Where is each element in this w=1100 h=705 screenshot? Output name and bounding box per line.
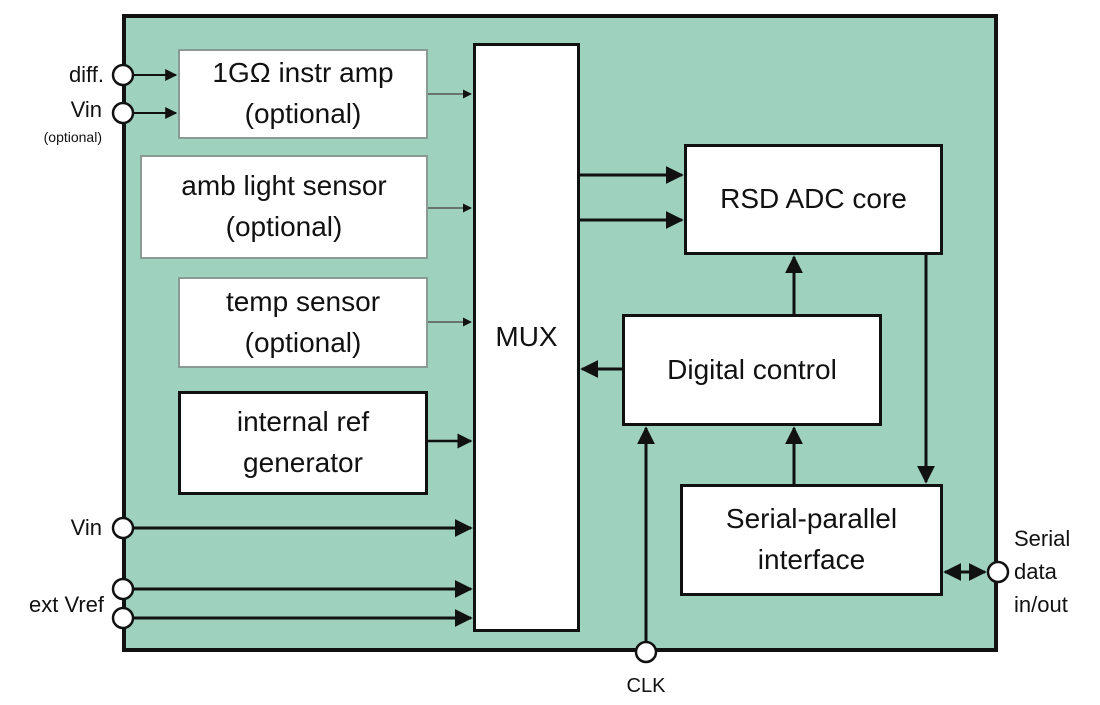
ref-generator-line1: internal ref [236,406,370,438]
serial-parallel-line2: interface [757,544,866,575]
ext-vref-pin-2 [111,606,135,630]
diff-pin [111,63,135,87]
serial-data-line2: data [1014,559,1057,584]
ref-generator-block: internal ref generator [178,391,428,495]
vin-optional-pin [111,101,135,125]
ext-vref-pin-1 [111,577,135,601]
instr-amp-block: 1GΩ instr amp (optional) [178,49,428,139]
serial-parallel-line1: Serial-parallel [725,503,898,535]
serial-parallel-block: Serial-parallel interface [680,484,943,596]
mux-block: MUX [473,43,580,632]
ext-vref-pin-label: ext Vref [29,592,104,617]
mux-label: MUX [495,321,558,353]
serial-data-line3: in/out [1014,592,1068,617]
adc-core-label: RSD ADC core [720,183,907,215]
vin-pin [111,516,135,540]
amb-light-sensor-block: amb light sensor (optional) [140,155,428,259]
temp-sensor-label: temp sensor [225,285,381,317]
diff-pin-label: diff. [68,62,104,87]
digital-control-block: Digital control [622,314,882,426]
temp-sensor-optional: (optional) [244,326,362,358]
amb-light-optional: (optional) [225,211,343,242]
clk-pin-label: CLK [626,675,666,697]
adc-core-block: RSD ADC core [684,144,943,255]
ref-generator-line2: generator [243,447,363,478]
serial-data-pin [986,560,1010,584]
serial-data-line1: Serial [1014,526,1071,551]
vin-optional-pin-label: Vin [70,97,102,122]
temp-sensor-block: temp sensor (optional) [178,277,428,368]
vin-pin-label: Vin [70,515,102,540]
amb-light-label: amb light sensor [181,170,387,202]
clk-pin [634,640,658,664]
digital-control-label: Digital control [667,353,837,385]
serial-data-label: Serial data in/out [1014,522,1070,621]
optional-note: (optional) [43,129,102,145]
instr-amp-optional: (optional) [244,98,362,129]
instr-amp-label: 1GΩ instr amp [212,57,394,89]
